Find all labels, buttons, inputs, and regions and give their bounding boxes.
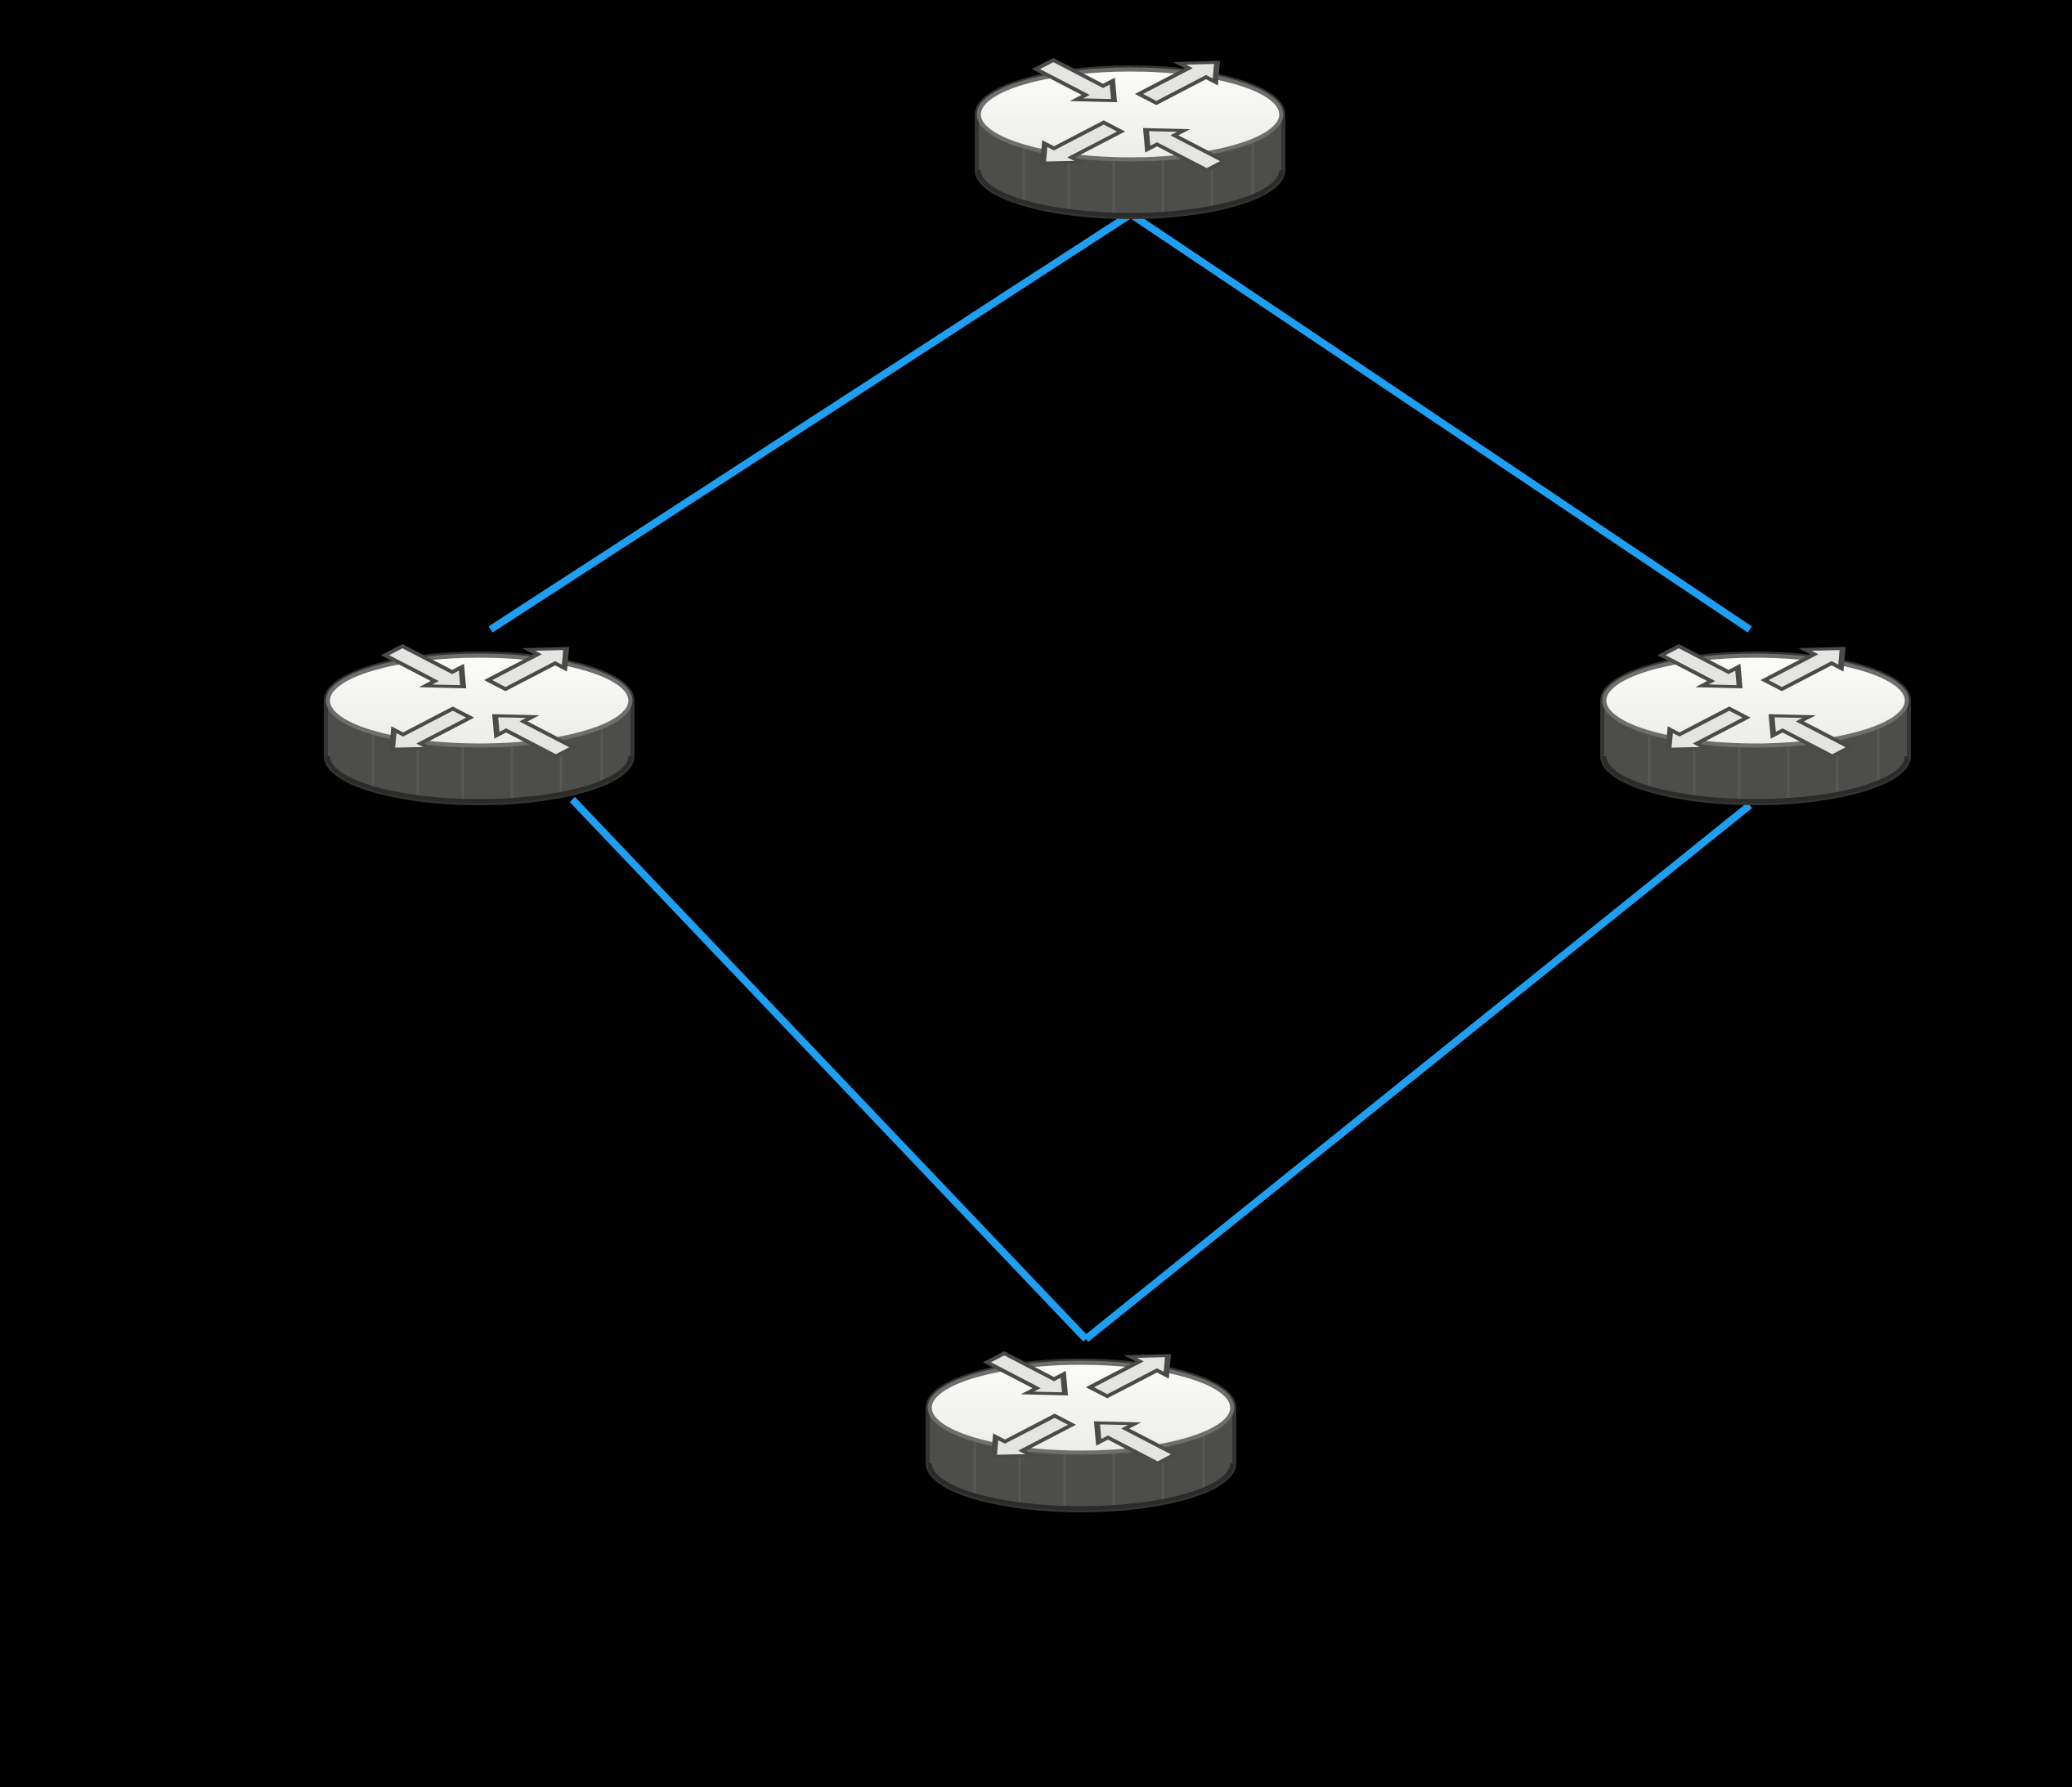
links-layer (488, 211, 1752, 1342)
link-router-left-router-bottom[interactable] (569, 796, 1089, 1342)
router-icon (928, 1346, 1234, 1510)
link-router-right-router-bottom[interactable] (1083, 802, 1752, 1342)
router-icon (977, 53, 1283, 217)
nodes-layer (326, 53, 1908, 1510)
router-top[interactable] (977, 53, 1283, 217)
router-bottom[interactable] (928, 1346, 1234, 1510)
link-router-top-router-right[interactable] (1128, 211, 1752, 633)
link-router-top-router-left[interactable] (488, 211, 1133, 633)
router-left[interactable] (326, 639, 632, 803)
router-icon (1603, 639, 1908, 803)
router-right[interactable] (1603, 639, 1908, 803)
router-icon (326, 639, 632, 803)
